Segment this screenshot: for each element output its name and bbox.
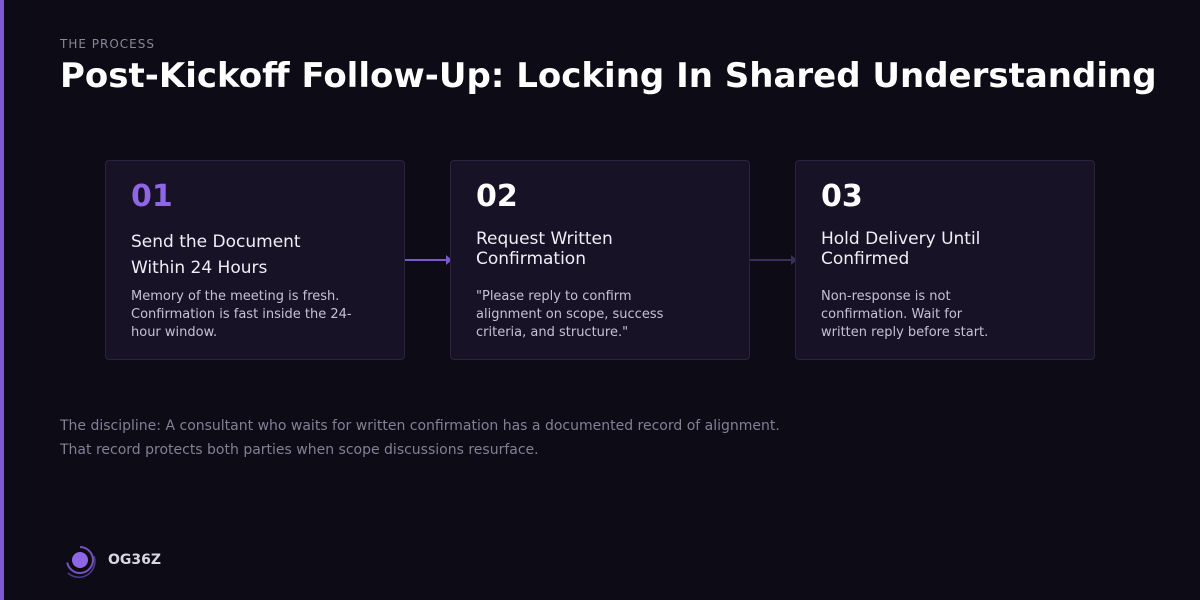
closing-note: The discipline: A consultant who waits f… — [60, 414, 960, 462]
step-number: 01 — [131, 179, 173, 214]
brand-lockup: OG36Z — [60, 540, 161, 580]
step-description: "Please reply to confirm alignment on sc… — [476, 289, 664, 340]
closing-line: That record protects both parties when s… — [60, 442, 539, 458]
arrowhead-icon — [446, 255, 452, 265]
section-eyebrow: THE PROCESS — [60, 37, 155, 51]
page-title: Post-Kickoff Follow-Up: Locking In Share… — [60, 56, 1157, 96]
step-description: Memory of the meeting is fresh. Confirma… — [131, 289, 352, 340]
left-accent-bar — [0, 0, 4, 600]
step-title: Hold Delivery Until Confirmed — [821, 229, 981, 269]
step-card-1: 01 Send the Document Within 24 Hours Mem… — [105, 160, 405, 360]
spiral-logo-icon — [66, 546, 96, 579]
step-title: Send the Document Within 24 Hours — [131, 232, 301, 278]
step-number: 02 — [476, 179, 518, 214]
step-description: Non-response is not confirmation. Wait f… — [821, 289, 989, 340]
step-number: 03 — [821, 179, 863, 214]
step-connector-arrow — [405, 255, 452, 265]
step-card-3: 03 Hold Delivery Until Confirmed Non-res… — [795, 160, 1095, 360]
step-title: Request Written Confirmation — [476, 229, 613, 269]
closing-line: The discipline: A consultant who waits f… — [60, 418, 780, 434]
brand-name: OG36Z — [108, 552, 162, 568]
arrowhead-icon — [791, 255, 797, 265]
step-card-2: 02 Request Written Confirmation "Please … — [450, 160, 750, 360]
step-connector-arrow — [750, 255, 797, 265]
